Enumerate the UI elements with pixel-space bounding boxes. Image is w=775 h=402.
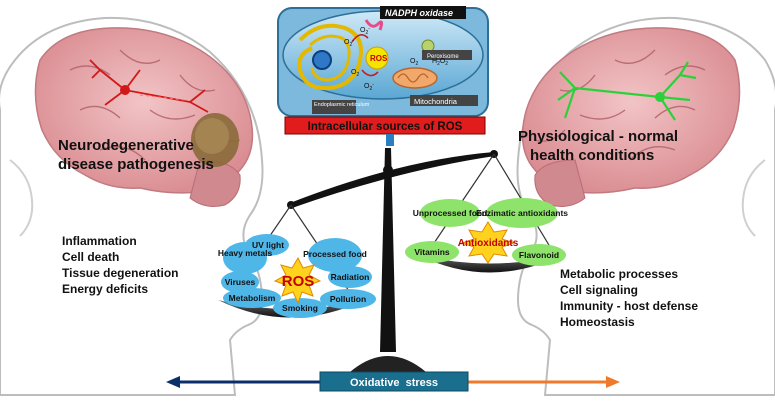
intracellular-banner: Intracellular sources of ROS	[284, 116, 486, 135]
ros-item-heavy-metals: Heavy metals	[218, 248, 273, 258]
antioxidant-labels: Antioxidants Unprocessed food Enzimatic …	[413, 208, 569, 260]
anti-item-vitamins: Vitamins	[414, 247, 450, 257]
o2-label-mid: O2	[351, 69, 359, 78]
ros-item-smoking: Smoking	[282, 303, 318, 313]
mitochondria-label: Mitochondria	[414, 97, 458, 106]
anti-item-flavonoid: Flavonoid	[519, 250, 559, 260]
o2-label-top: O2-	[344, 38, 354, 48]
cell-ros-label: ROS	[370, 54, 388, 63]
ros-center-label: ROS	[282, 273, 315, 290]
arrow-right	[606, 376, 620, 388]
ros-item-radiation: Radiation	[331, 272, 370, 282]
left-effects-list: Inflammation Cell death Tissue degenerat…	[62, 234, 182, 296]
o2-mito-label: O2	[410, 58, 418, 67]
er-label: Endoplasmic reticulum	[314, 102, 370, 108]
antioxidant-pan-cloud	[405, 198, 566, 266]
banner-connector	[386, 134, 394, 146]
ros-item-processed-food: Processed food	[303, 249, 367, 259]
ros-burst	[273, 256, 322, 305]
ros-item-pollution: Pollution	[330, 294, 366, 304]
antioxidant-burst	[460, 221, 516, 264]
plaque-patch	[191, 113, 239, 167]
ros-pan-cloud	[221, 234, 376, 318]
ros-item-viruses: Viruses	[225, 277, 256, 287]
ros-item-metabolism: Metabolism	[229, 293, 276, 303]
neuron-green	[557, 61, 697, 121]
ros-item-uv-light: UV light	[252, 240, 284, 250]
neuron-red	[89, 59, 209, 113]
endoplasmic-reticulum	[297, 23, 363, 91]
oxidative-stress-axis: Oxidative stress	[166, 371, 620, 392]
anti-item-enzimatic-antioxidants: Enzimatic antioxidants	[476, 208, 568, 218]
oxidative-stress-label: Oxidative stress	[350, 377, 438, 389]
o2-label-top-2: O2-	[360, 26, 370, 36]
anti-item-unprocessed-food: Unprocessed food	[413, 208, 488, 218]
nadph-oxidase-label: NADPH oxidase	[385, 8, 453, 18]
peroxisome-label: Peroxisome	[427, 54, 459, 60]
arrow-left	[166, 376, 180, 388]
left-title: Neurodegenerative disease pathogenesis	[58, 137, 214, 173]
ros-labels: ROS UV light Heavy metals Processed food…	[218, 240, 370, 313]
cell-illustration: NADPH oxidase ROS O2- O2- O2 O2- O2 H2O2…	[277, 6, 489, 117]
h2o2-label: H2O2	[432, 58, 448, 67]
antioxidant-center-label: Antioxidants	[458, 238, 519, 249]
mitochondrion-shape	[392, 67, 438, 89]
banner-label: Intracellular sources of ROS	[308, 121, 463, 133]
balance-scale	[218, 148, 562, 372]
right-functions-list: Metabolic processes Cell signaling Immun…	[560, 267, 701, 329]
o2-label-low: O2-	[364, 82, 374, 92]
right-title: Physiological - normal health conditions	[518, 128, 682, 164]
